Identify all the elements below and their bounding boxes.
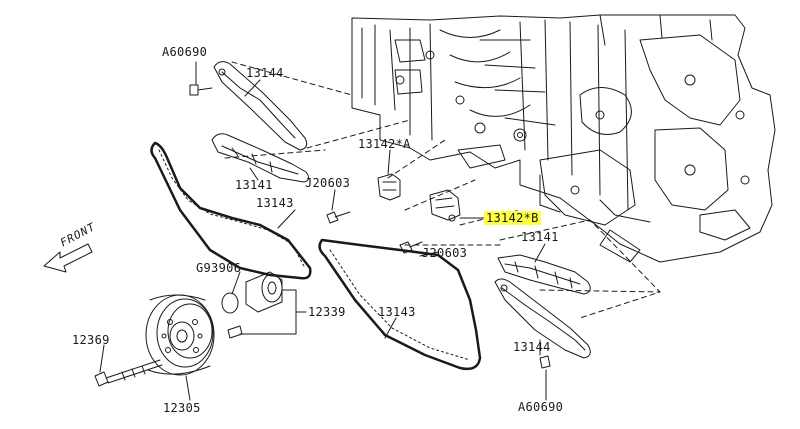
guide-lines bbox=[224, 61, 661, 319]
label-13144-left: 13144 bbox=[246, 66, 284, 80]
chain-guide-13144-right bbox=[494, 278, 591, 359]
timing-chain-13143-right bbox=[318, 238, 482, 371]
idler-pulley-12339 bbox=[245, 271, 283, 313]
label-a60690-top: A60690 bbox=[162, 45, 208, 59]
tensioner-guide-13141-left bbox=[211, 133, 310, 183]
bolt-a60690-top bbox=[189, 84, 213, 96]
o-ring-g93906 bbox=[221, 292, 239, 314]
label-g93906: G93906 bbox=[196, 261, 242, 275]
label-13144-right: 13144 bbox=[513, 340, 551, 354]
label-12339: 12339 bbox=[308, 305, 346, 319]
label-j20603-top: J20603 bbox=[305, 176, 351, 190]
crank-bolt-12369 bbox=[94, 359, 163, 387]
label-13141-right: 13141 bbox=[521, 230, 559, 244]
label-13142b: 13142*B bbox=[484, 211, 541, 225]
tensioner-13142b bbox=[429, 189, 461, 222]
bolt-a60690-bottom bbox=[539, 355, 551, 369]
label-a60690-bottom: A60690 bbox=[518, 400, 564, 414]
tensioner-guide-13141-right bbox=[497, 254, 591, 295]
engine-block bbox=[351, 14, 776, 263]
label-12369: 12369 bbox=[72, 333, 110, 347]
label-13141-left: 13141 bbox=[235, 178, 273, 192]
tensioner-13142a bbox=[377, 173, 401, 201]
label-j20603-mid: J20603 bbox=[422, 246, 468, 260]
label-13142b-highlight: 13142*B bbox=[484, 211, 541, 225]
label-13143-left: 13143 bbox=[256, 196, 294, 210]
label-13143-right: 13143 bbox=[378, 305, 416, 319]
label-12305: 12305 bbox=[163, 401, 201, 415]
dowel-pin bbox=[227, 325, 243, 339]
bolt-j20603-top bbox=[326, 211, 351, 224]
front-arrow bbox=[43, 243, 93, 273]
leader-lines bbox=[99, 61, 547, 401]
crank-pulley-12305 bbox=[145, 294, 215, 376]
label-13142a: 13142*A bbox=[358, 137, 411, 151]
chain-guide-13144-left bbox=[213, 61, 308, 151]
timing-chain-13143-left bbox=[150, 141, 312, 280]
